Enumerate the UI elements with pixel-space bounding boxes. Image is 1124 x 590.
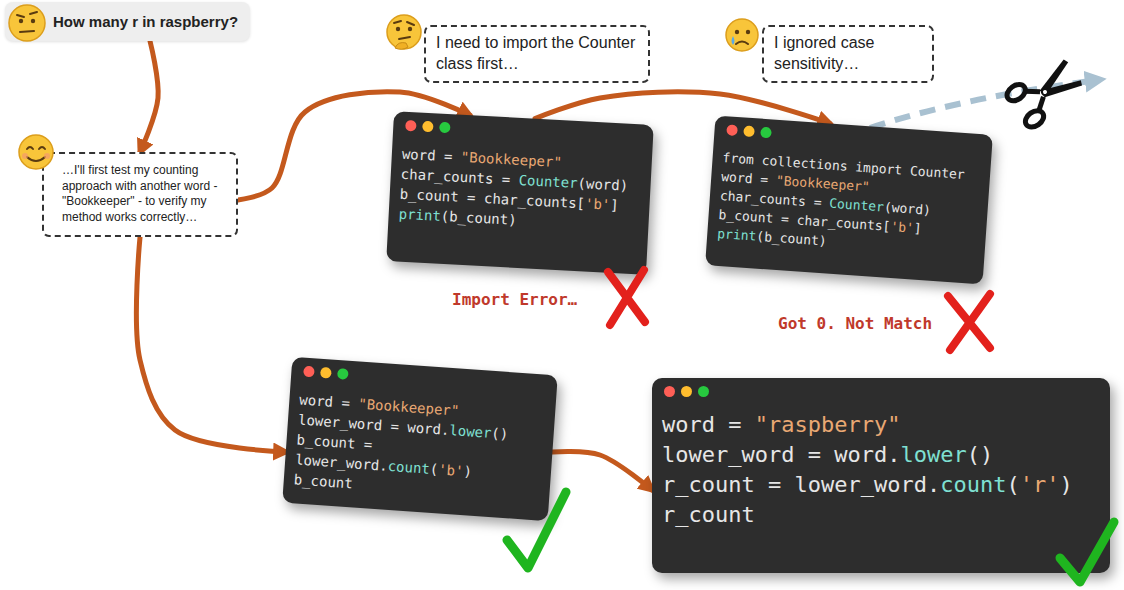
window-button	[337, 368, 349, 380]
question-text: How many r in raspberry?	[53, 13, 238, 30]
window-button	[320, 367, 332, 379]
sad-emoji	[726, 19, 758, 51]
code-body: word = "raspberry"lower_word = word.lowe…	[652, 404, 1110, 544]
window-button	[726, 124, 738, 136]
flow-arrow	[552, 452, 652, 490]
code-window: word = "raspberry"lower_word = word.lowe…	[652, 378, 1110, 573]
window-button	[760, 127, 772, 139]
thought-text: I need to import the Counter class first…	[436, 33, 638, 75]
window-button	[664, 386, 675, 397]
thought-callout: I ignored case sensitivity…	[762, 25, 934, 83]
window-titlebar	[393, 111, 654, 151]
window-button	[405, 120, 417, 132]
code-line: r_count	[662, 500, 1098, 530]
code-window: from collections import Counterword = "B…	[705, 115, 993, 284]
thought-text: I ignored case sensitivity…	[774, 33, 922, 75]
fail-cross	[948, 294, 990, 350]
scissors-icon	[1004, 53, 1088, 131]
flow-arrow	[136, 237, 285, 452]
thought-callout: I need to import the Counter class first…	[424, 25, 650, 83]
window-button	[681, 386, 692, 397]
success-check	[507, 492, 566, 568]
smile-emoji	[19, 135, 53, 169]
code-line: word = "raspberry"	[662, 410, 1098, 440]
code-window: word = "Bookkeeper"lower_word = word.low…	[282, 357, 558, 521]
code-body: word = "Bookkeeper"char_counts = Counter…	[388, 137, 653, 250]
window-button	[743, 125, 755, 137]
flow-arrow	[140, 41, 158, 152]
code-body: from collections import Counterword = "B…	[706, 141, 991, 275]
flow-arrow	[535, 92, 830, 124]
success-check	[1060, 522, 1114, 582]
thought-text: …I'll first test my counting approach wi…	[62, 163, 224, 225]
question-box: How many r in raspberry?	[5, 2, 250, 41]
reasoning-box: …I'll first test my counting approach wi…	[42, 152, 238, 237]
window-titlebar	[652, 378, 1110, 404]
error-label: Import Error…	[452, 290, 577, 309]
code-line: r_count = lower_word.count('r')	[662, 470, 1098, 500]
window-button	[422, 121, 434, 133]
code-body: word = "Bookkeeper"lower_word = word.low…	[282, 383, 556, 521]
result-label: Got 0. Not Match	[778, 314, 932, 333]
fail-cross	[608, 270, 645, 325]
thinking-emoji	[387, 15, 421, 49]
window-button	[698, 386, 709, 397]
code-window: word = "Bookkeeper"char_counts = Counter…	[386, 111, 653, 274]
window-button	[439, 122, 451, 134]
skeptical-emoji	[9, 5, 45, 41]
code-line: lower_word = word.lower()	[662, 440, 1098, 470]
window-button	[303, 366, 315, 378]
pruned-branch-arrow	[870, 80, 1098, 128]
